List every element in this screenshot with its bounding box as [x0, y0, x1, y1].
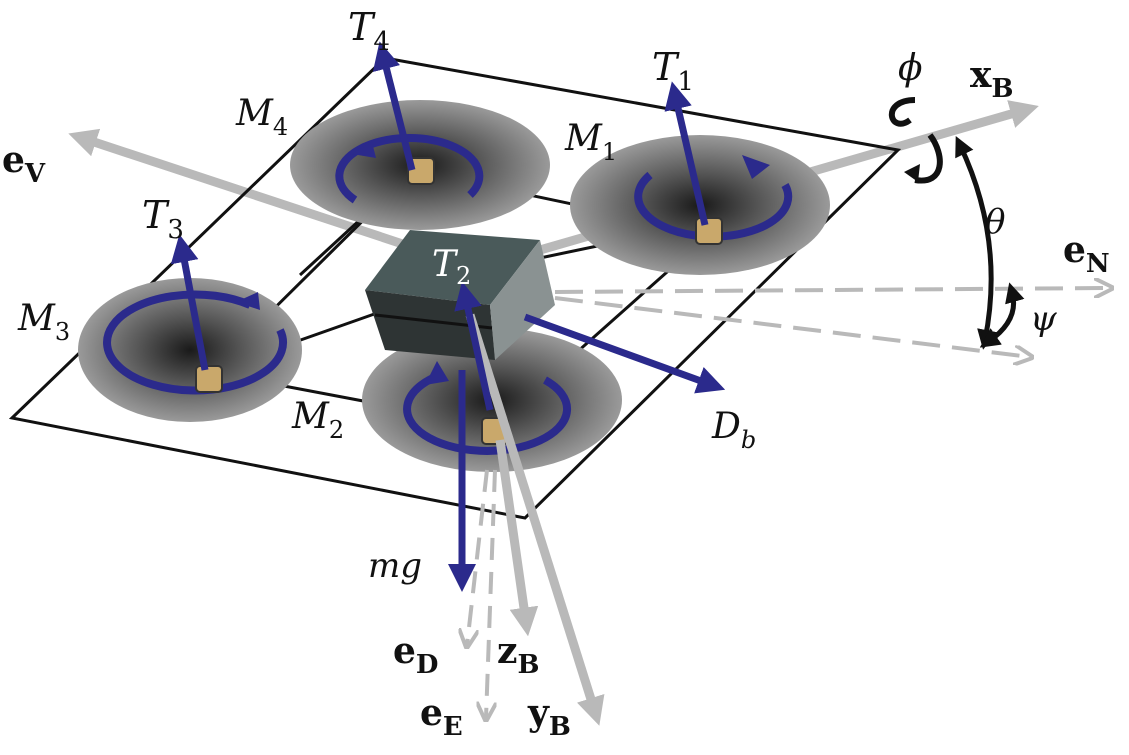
yaw-psi-arc — [979, 282, 1025, 348]
hub-icon — [195, 365, 223, 393]
rotor-m4 — [290, 100, 550, 230]
circular-arrow-icon — [403, 371, 572, 455]
label-zb: zB — [497, 630, 539, 680]
label-yb: yB — [527, 692, 571, 742]
roll-phi-arc — [888, 97, 943, 184]
circular-arrow-icon — [103, 290, 288, 395]
label-xb: xB — [970, 54, 1013, 104]
label-en: eN — [1063, 229, 1110, 279]
rotor-m3 — [78, 278, 302, 422]
label-mg: mg — [368, 546, 422, 586]
label-phi: ϕ — [898, 48, 923, 89]
axis-ee — [486, 469, 497, 718]
thrust-t3-arrow — [170, 234, 209, 371]
label-t2: T2 — [432, 244, 471, 290]
hub-icon — [407, 157, 435, 185]
hub-icon — [695, 217, 723, 245]
rotor-m2 — [362, 328, 622, 472]
thrust-t1-arrow — [664, 81, 709, 226]
label-m1: M1 — [564, 118, 617, 166]
label-ee: eE — [420, 692, 463, 742]
rotor-disc-icon — [78, 278, 302, 422]
axis-zb — [495, 439, 539, 637]
axis-ed — [467, 469, 489, 645]
thrust-t2-arrow — [454, 281, 494, 411]
drag-db-arrow — [523, 313, 726, 394]
axis-ev — [68, 128, 447, 263]
label-db: Db — [711, 406, 756, 454]
axis-en — [554, 288, 1110, 292]
label-m4: M4 — [235, 93, 288, 141]
thrust-t4-arrow — [372, 41, 416, 171]
label-psi: ψ — [1030, 299, 1057, 339]
label-t3: T3 — [142, 193, 184, 245]
label-m3: M3 — [17, 298, 70, 346]
label-theta: θ — [985, 202, 1005, 242]
label-m2: M2 — [291, 396, 344, 444]
label-t4: T4 — [348, 5, 390, 57]
axis-yb — [465, 313, 605, 726]
label-ev: eV — [2, 139, 46, 189]
central-body — [365, 230, 555, 360]
label-ed: eD — [393, 630, 438, 680]
label-t1: T1 — [652, 45, 694, 97]
pitch-theta-arc — [955, 135, 997, 350]
